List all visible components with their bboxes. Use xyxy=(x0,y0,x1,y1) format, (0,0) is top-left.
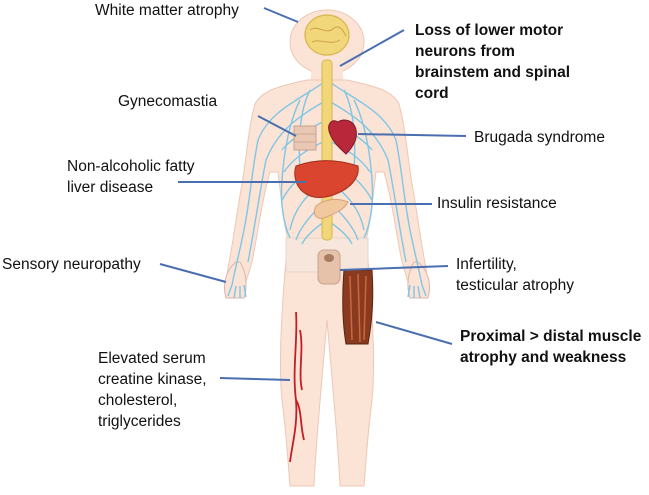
heart xyxy=(328,119,357,155)
label-white-matter-atrophy: White matter atrophy xyxy=(95,2,239,19)
liver xyxy=(294,160,359,199)
pancreas xyxy=(313,198,349,219)
brain xyxy=(304,14,350,56)
leader-infertility xyxy=(339,265,449,271)
testis xyxy=(317,249,341,285)
leader-brugada xyxy=(357,133,467,137)
label-insulin-resistance: Insulin resistance xyxy=(437,195,557,212)
label-sensory-neuropathy: Sensory neuropathy xyxy=(2,256,141,273)
leader-sensory xyxy=(159,263,227,283)
thigh-muscle xyxy=(342,269,374,345)
label-elevated-serum: Elevated serum creatine kinase, choleste… xyxy=(98,350,207,430)
leg-vessels xyxy=(289,311,305,463)
label-brugada-syndrome: Brugada syndrome xyxy=(474,129,605,146)
leader-gynecomastia xyxy=(257,115,297,137)
leader-serum xyxy=(219,377,291,381)
leader-muscle xyxy=(375,321,453,345)
label-lower-motor-neuron-loss: Loss of lower motor neurons from brainst… xyxy=(415,22,571,102)
label-nafld: Non-alcoholic fatty liver disease xyxy=(67,158,195,196)
leader-white-matter xyxy=(263,7,299,23)
leader-lower-motor xyxy=(339,29,405,67)
label-muscle-atrophy: Proximal > distal muscle atrophy and wea… xyxy=(460,328,642,366)
breast-tissue xyxy=(293,125,317,151)
label-infertility: Infertility, testicular atrophy xyxy=(456,256,575,294)
label-gynecomastia: Gynecomastia xyxy=(118,93,218,110)
